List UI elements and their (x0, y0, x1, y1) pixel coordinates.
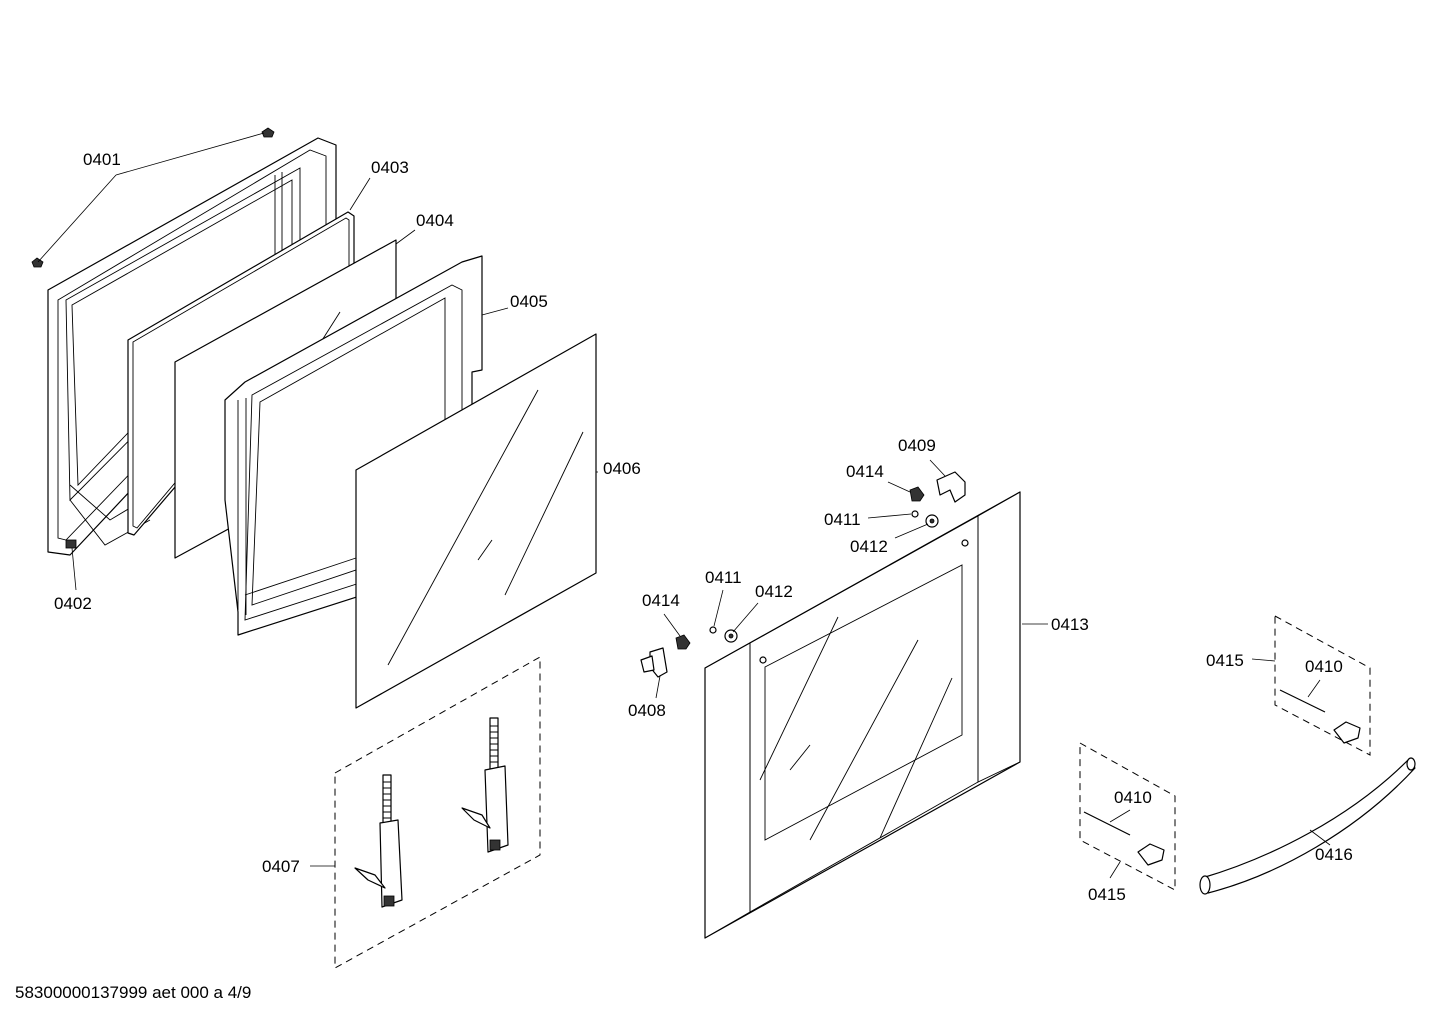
callout-0408: 0408 (628, 701, 666, 720)
part-hinge-set (334, 656, 541, 969)
callout-0410-upper: 0410 (1305, 657, 1343, 676)
callout-0410-lower: 0410 (1114, 788, 1152, 807)
part-hinge-bracket-left (640, 626, 738, 678)
callout-0411-right: 0411 (824, 510, 861, 529)
document-code: 58300000137999 aet 000 a 4/9 (15, 983, 251, 1002)
callout-0414-right: 0414 (846, 462, 884, 481)
part-outer-door-panel (704, 491, 1021, 939)
part-door-handle (1199, 757, 1416, 895)
callout-0416: 0416 (1315, 845, 1353, 864)
callout-0409: 0409 (898, 436, 936, 455)
callout-0407: 0407 (262, 857, 300, 876)
callout-0412-right: 0412 (850, 537, 888, 556)
callout-0404: 0404 (416, 211, 454, 230)
callout-0415-lower: 0415 (1088, 885, 1126, 904)
part-handle-fixing-lower (1079, 742, 1176, 891)
callout-labels: 0401 0402 0403 0404 0405 0406 0407 0408 … (54, 150, 1353, 904)
leader-lines (37, 132, 1331, 879)
callout-0405: 0405 (510, 292, 548, 311)
callout-0403: 0403 (371, 158, 409, 177)
part-outer-glass (355, 333, 597, 709)
part-handle-fixing-upper (1274, 615, 1371, 756)
callout-0401: 0401 (83, 150, 121, 169)
callout-0411-left: 0411 (705, 568, 742, 587)
hinge-right (461, 717, 509, 853)
callout-0412-left: 0412 (755, 582, 793, 601)
part-hinge-bracket-right (909, 471, 966, 528)
callout-0415-upper: 0415 (1206, 651, 1244, 670)
callout-0402: 0402 (54, 594, 92, 613)
callout-0413: 0413 (1051, 615, 1089, 634)
callout-0414-left: 0414 (642, 591, 680, 610)
hinge-left (354, 774, 403, 908)
callout-0406: 0406 (603, 459, 641, 478)
